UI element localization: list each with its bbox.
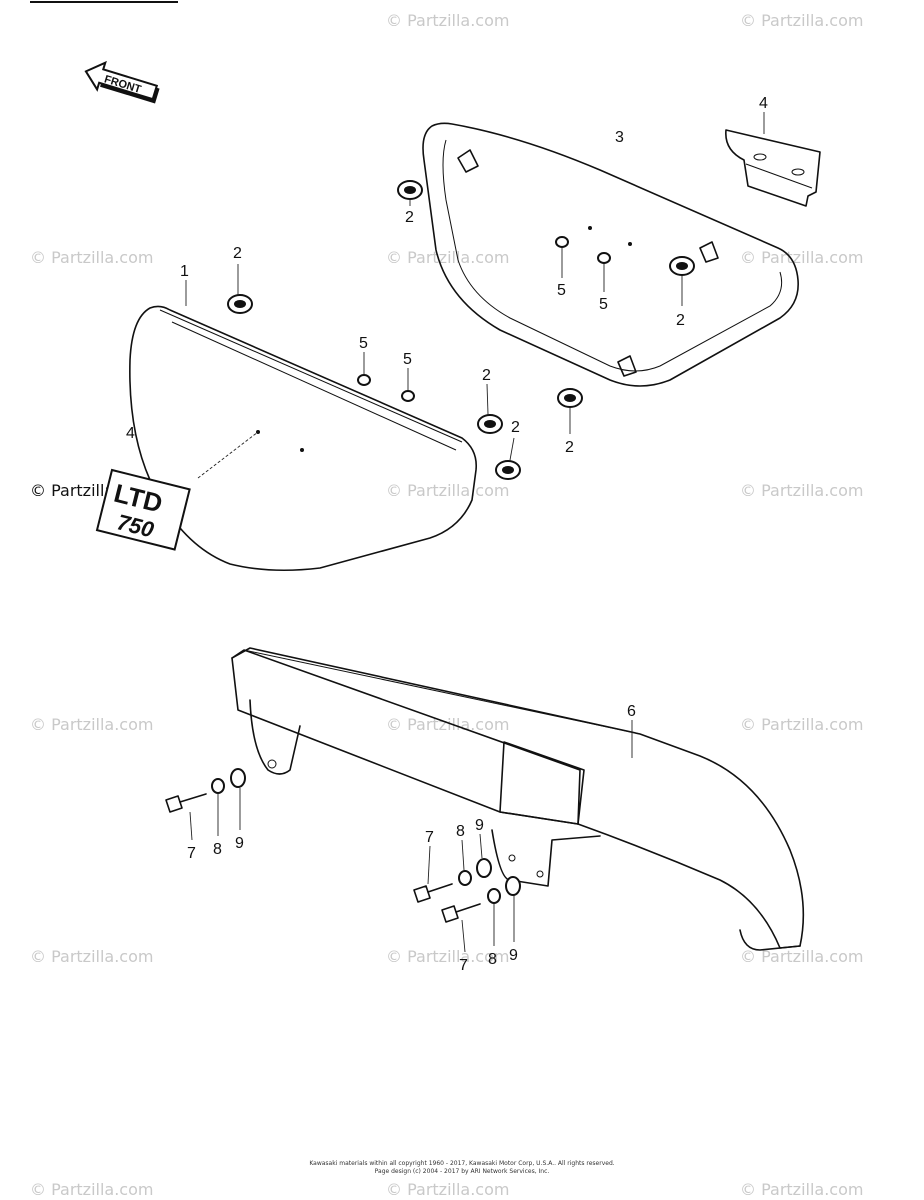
callout-8: 8 <box>456 823 465 840</box>
watermark-text: © Partzilla.com <box>386 11 509 30</box>
nut <box>597 252 611 264</box>
callout-4: 4 <box>126 425 135 442</box>
watermark-text: © Partzilla.com <box>740 1180 863 1199</box>
bolt <box>165 793 207 813</box>
callout-2: 2 <box>676 312 685 329</box>
grommet <box>397 180 423 200</box>
nuts <box>357 236 611 402</box>
washer <box>476 858 492 878</box>
callout-2: 2 <box>233 245 242 262</box>
callouts: 1 2 2 2 2 2 2 3 4 4 5 5 5 5 6 7 7 7 8 8 … <box>126 95 768 974</box>
chain-guard <box>231 647 805 951</box>
front-arrow-icon: FRONT <box>84 60 160 104</box>
callout-5: 5 <box>557 282 566 299</box>
watermark-text: © Partzilla.com <box>386 715 509 734</box>
washer <box>505 876 521 896</box>
grommet <box>227 294 253 314</box>
callout-7: 7 <box>187 845 196 862</box>
watermark-text: © Partzilla.com <box>740 947 863 966</box>
bolt <box>441 903 481 923</box>
watermark-text: © Partzilla.com <box>740 11 863 30</box>
callout-2: 2 <box>565 439 574 456</box>
nut <box>357 374 371 386</box>
callout-8: 8 <box>213 841 222 858</box>
watermarks: © Partzilla.com © Partzilla.com © Partzi… <box>30 11 863 1199</box>
bracket <box>725 129 821 207</box>
grommet <box>495 460 521 480</box>
callout-9: 9 <box>509 947 518 964</box>
leader-lines <box>185 112 765 953</box>
callout-2: 2 <box>482 367 491 384</box>
washer <box>230 768 246 788</box>
grommet <box>477 414 503 434</box>
left-side-cover <box>129 305 478 572</box>
callout-8: 8 <box>488 951 497 968</box>
nut <box>555 236 569 248</box>
callout-7: 7 <box>425 829 434 846</box>
watermark-text: © Partzilla.com <box>386 248 509 267</box>
callout-2: 2 <box>511 419 520 436</box>
callout-3: 3 <box>615 129 624 146</box>
callout-9: 9 <box>475 817 484 834</box>
watermark-text: © Partzilla.com <box>740 248 863 267</box>
watermark-text: © Partzilla.com <box>30 1180 153 1199</box>
watermark-text: © Partzilla.com <box>386 481 509 500</box>
copyright-line-1: Kawasaki materials within all copyright … <box>309 1160 615 1167</box>
callout-4: 4 <box>759 95 768 112</box>
copyright-line-2: Page design (c) 2004 - 2017 by ARI Netwo… <box>374 1168 550 1175</box>
callout-6: 6 <box>627 703 636 720</box>
watermark-text: © Partzilla.com <box>30 947 153 966</box>
washer <box>211 778 225 794</box>
watermark-text: © Partzilla.com <box>740 715 863 734</box>
right-side-cover <box>422 122 799 387</box>
washer <box>458 870 472 886</box>
callout-5: 5 <box>599 296 608 313</box>
watermark-text: © Partzilla.com <box>386 947 509 966</box>
watermark-text: © Partzilla.com <box>386 1180 509 1199</box>
callout-9: 9 <box>235 835 244 852</box>
callout-1: 1 <box>180 263 189 280</box>
grommets <box>227 180 695 480</box>
bolt <box>413 883 453 903</box>
callout-2: 2 <box>405 209 414 226</box>
watermark-text: © Partzilla.com <box>30 715 153 734</box>
grommet <box>557 388 583 408</box>
grommet <box>669 256 695 276</box>
nut <box>401 390 415 402</box>
watermark-text: © Partzilla.com <box>740 481 863 500</box>
washer <box>487 888 501 904</box>
callout-5: 5 <box>403 351 412 368</box>
emblem-badge: LTD 750 <box>95 468 191 551</box>
watermark-text: © Partzilla.com <box>30 248 153 267</box>
emblem-leader-line <box>197 431 259 479</box>
callout-5: 5 <box>359 335 368 352</box>
callout-7: 7 <box>459 957 468 974</box>
